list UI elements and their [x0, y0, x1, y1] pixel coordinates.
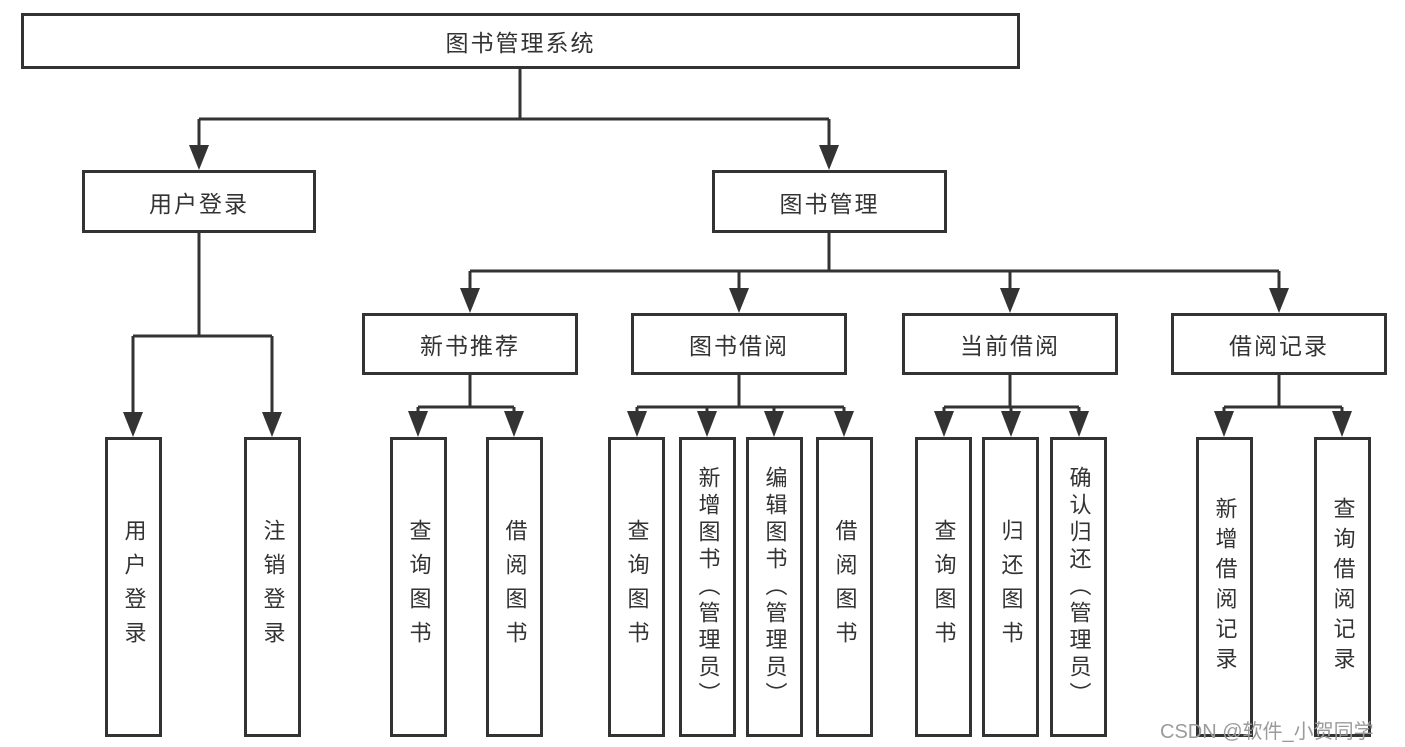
node-book-management: 图书管理 [712, 170, 947, 233]
node-borrow-records: 借阅记录 [1171, 313, 1387, 375]
leaf-borrow-edit-book: 编辑图书（管理员） [746, 437, 803, 737]
leaf-record-search: 查询借阅记录 [1314, 437, 1371, 737]
leaf-logout-label: 注销登录 [260, 519, 286, 655]
node-new-book-recommend: 新书推荐 [362, 313, 578, 375]
leaf-borrow-search: 查询图书 [608, 437, 665, 737]
leaf-record-add: 新增借阅记录 [1196, 437, 1253, 737]
leaf-current-confirm-return: 确认归还（管理员） [1050, 437, 1107, 737]
node-book-borrow-label: 图书借阅 [689, 333, 789, 359]
leaf-borrow-borrow-book-label: 借阅图书 [832, 519, 858, 655]
connector-borrow-records-to-leaves [1214, 375, 1352, 437]
leaf-newbook-search: 查询图书 [390, 437, 447, 737]
node-user-login: 用户登录 [82, 170, 316, 233]
leaf-borrow-add-book-label: 新增图书（管理员） [695, 465, 721, 709]
node-current-borrow: 当前借阅 [902, 313, 1118, 375]
leaf-current-return: 归还图书 [982, 437, 1039, 737]
node-root: 图书管理系统 [21, 13, 1020, 69]
node-user-login-label: 用户登录 [149, 190, 249, 217]
leaf-borrow-borrow-book: 借阅图书 [816, 437, 873, 737]
leaf-borrow-add-book: 新增图书（管理员） [679, 437, 736, 737]
leaf-newbook-borrow-label: 借阅图书 [502, 519, 528, 655]
connector-new-books-to-leaves [408, 375, 524, 437]
connector-current-borrow-to-leaves [934, 375, 1089, 437]
leaf-current-search: 查询图书 [915, 437, 972, 737]
leaf-newbook-search-label: 查询图书 [406, 519, 432, 655]
node-borrow-records-label: 借阅记录 [1229, 333, 1329, 359]
node-book-borrow: 图书借阅 [631, 313, 847, 375]
node-book-management-label: 图书管理 [779, 190, 880, 217]
connector-book-mgmt-to-level2 [460, 233, 1289, 313]
node-new-book-recommend-label: 新书推荐 [420, 333, 520, 359]
leaf-current-confirm-return-label: 确认归还（管理员） [1066, 465, 1092, 709]
leaf-newbook-borrow: 借阅图书 [486, 437, 543, 737]
connector-book-borrow-to-leaves [627, 375, 854, 437]
watermark: CSDN @软件_小贺同学 [1160, 721, 1374, 743]
node-current-borrow-label: 当前借阅 [960, 333, 1060, 359]
leaf-current-search-label: 查询图书 [931, 519, 957, 655]
leaf-record-add-label: 新增借阅记录 [1212, 497, 1238, 677]
node-root-label: 图书管理系统 [445, 30, 596, 56]
leaf-user-login: 用户登录 [105, 437, 162, 737]
leaf-user-login-label: 用户登录 [121, 519, 147, 655]
leaf-borrow-edit-book-label: 编辑图书（管理员） [762, 465, 788, 709]
leaf-borrow-search-label: 查询图书 [624, 519, 650, 655]
leaf-record-search-label: 查询借阅记录 [1330, 497, 1356, 677]
leaf-current-return-label: 归还图书 [998, 519, 1024, 655]
connector-root-to-level1 [189, 69, 839, 170]
connector-user-login-to-leaves [123, 233, 282, 437]
leaf-logout: 注销登录 [244, 437, 301, 737]
